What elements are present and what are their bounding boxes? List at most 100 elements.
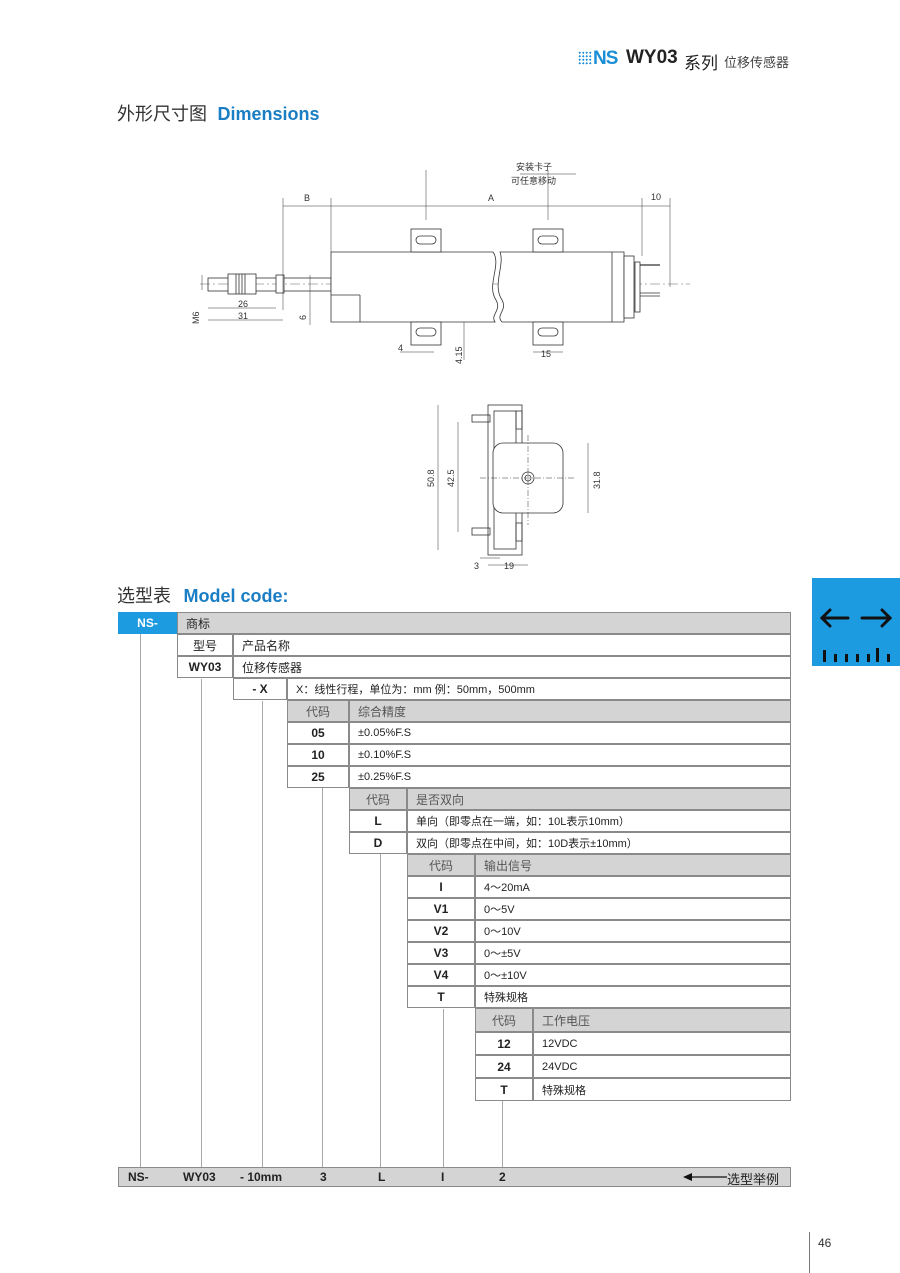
connector-line [262,701,263,1167]
code-cell: L [349,810,407,832]
body-right [497,251,625,323]
clamp-left-bottom [410,321,442,346]
dim-label-31: 31 [238,311,248,321]
output-hdr-code: 代码 [407,854,475,876]
ns-desc-cell: 商标 [177,612,791,634]
example-part: 2 [499,1170,506,1184]
model-code-cell: WY03 [177,656,233,678]
dim-label-4: 4 [398,343,403,353]
dim-label-6: 6 [298,315,308,320]
accuracy-hdr-code: 代码 [287,700,349,722]
voltage-hdr-code: 代码 [475,1008,533,1032]
voltage-hdr-desc: 工作电压 [533,1008,791,1032]
side-view-drawing: B A 10 26 31 M6 6 4 4.15 15 安装卡子 可任意移动 [191,161,690,364]
example-part: WY03 [183,1170,216,1184]
code-cell: T [407,986,475,1008]
desc-cell: ±0.10%F.S [349,744,791,766]
brand-logo: NS [578,48,618,70]
rod [207,277,332,292]
code-cell: 10 [287,744,349,766]
example-part: I [441,1170,445,1184]
page-number-divider [809,1232,810,1273]
dim-label-3: 3 [474,561,479,571]
desc-cell: 12VDC [533,1032,791,1055]
header-model: WY03 [626,47,678,68]
dim-label-19: 19 [504,561,514,571]
desc-cell: ±0.05%F.S [349,722,791,744]
code-cell: V1 [407,898,475,920]
output-hdr-desc: 输出信号 [475,854,791,876]
connector-line [140,633,141,1167]
dim-label-b: B [304,193,310,203]
note-line1: 安装卡子 [516,161,552,172]
model-desc-cell: 位移传感器 [233,656,791,678]
dim-label-4-15: 4.15 [454,346,464,364]
example-part: L [378,1170,386,1184]
header-subtitle: 位移传感器 [724,55,790,70]
desc-cell: 单向（即零点在一端，如：10L表示10mm） [407,810,791,832]
connector-line [443,1009,444,1167]
model-code-heading: 选型表 Model code: [117,582,288,608]
code-cell: V3 [407,942,475,964]
code-cell: V4 [407,964,475,986]
desc-cell: 4～20mA [475,876,791,898]
double-arrow-ruler-icon [819,608,893,662]
desc-cell: 24VDC [533,1055,791,1078]
page-number: 46 [818,1236,832,1250]
clamp-right-bottom [532,321,564,346]
connector-line [502,1100,503,1167]
dim-label-50-8: 50.8 [426,469,436,487]
model-hdr-desc: 产品名称 [233,634,791,656]
example-part: NS- [128,1170,149,1184]
desc-cell: 特殊规格 [475,986,791,1008]
model-code-title-cn: 选型表 [117,586,171,607]
stroke-code-cell: - X [233,678,287,700]
code-cell: T [475,1078,533,1101]
connector-line [380,854,381,1167]
direction-hdr-desc: 是否双向 [407,788,791,810]
stroke-desc-cell: X：线性行程，单位为：mm 例：50mm，500mm [287,678,791,700]
desc-cell: 双向（即零点在中间，如：10D表示±10mm） [407,832,791,854]
model-code-title-en: Model code: [183,586,289,606]
desc-cell: ±0.25%F.S [349,766,791,788]
ns-code-cell: NS- [118,612,177,634]
desc-cell: 0～5V [475,898,791,920]
code-cell: I [407,876,475,898]
direction-hdr-code: 代码 [349,788,407,810]
desc-cell: 特殊规格 [533,1078,791,1101]
accuracy-hdr-desc: 综合精度 [349,700,791,722]
code-cell: 24 [475,1055,533,1078]
dim-label-15: 15 [541,349,551,359]
end-view-drawing: 50.8 42.5 31.8 3 19 [426,404,602,571]
note-line2: 可任意移动 [511,175,556,186]
connector-line [201,679,202,1167]
example-bar [118,1167,791,1187]
dim-label-10: 10 [651,192,661,202]
body-left [330,251,499,323]
dim-label-m6: M6 [191,311,201,324]
logo-dots-icon [578,51,592,65]
example-label: 选型举例 [727,1172,780,1187]
code-cell: 12 [475,1032,533,1055]
desc-cell: 0～10V [475,920,791,942]
dimensions-title-en: Dimensions [217,104,320,124]
code-cell: V2 [407,920,475,942]
code-cell: D [349,832,407,854]
side-tab [812,578,900,666]
dim-label-26: 26 [238,299,248,309]
desc-cell: 0～±5V [475,942,791,964]
brand-text: NS [593,48,618,69]
clamp-right-top [532,228,564,253]
dim-label-42-5: 42.5 [446,469,456,487]
desc-cell: 0～±10V [475,964,791,986]
dimensions-title-cn: 外形尺寸图 [117,104,207,125]
connector-line [322,788,323,1167]
dimensions-heading: 外形尺寸图 Dimensions [117,100,319,126]
code-cell: 25 [287,766,349,788]
example-part: - 10mm [240,1170,283,1184]
clamp-left-top [410,228,442,253]
header-series: 系列 [684,54,718,73]
code-cell: 05 [287,722,349,744]
dim-label-a: A [488,193,494,203]
model-hdr-code: 型号 [177,634,233,656]
